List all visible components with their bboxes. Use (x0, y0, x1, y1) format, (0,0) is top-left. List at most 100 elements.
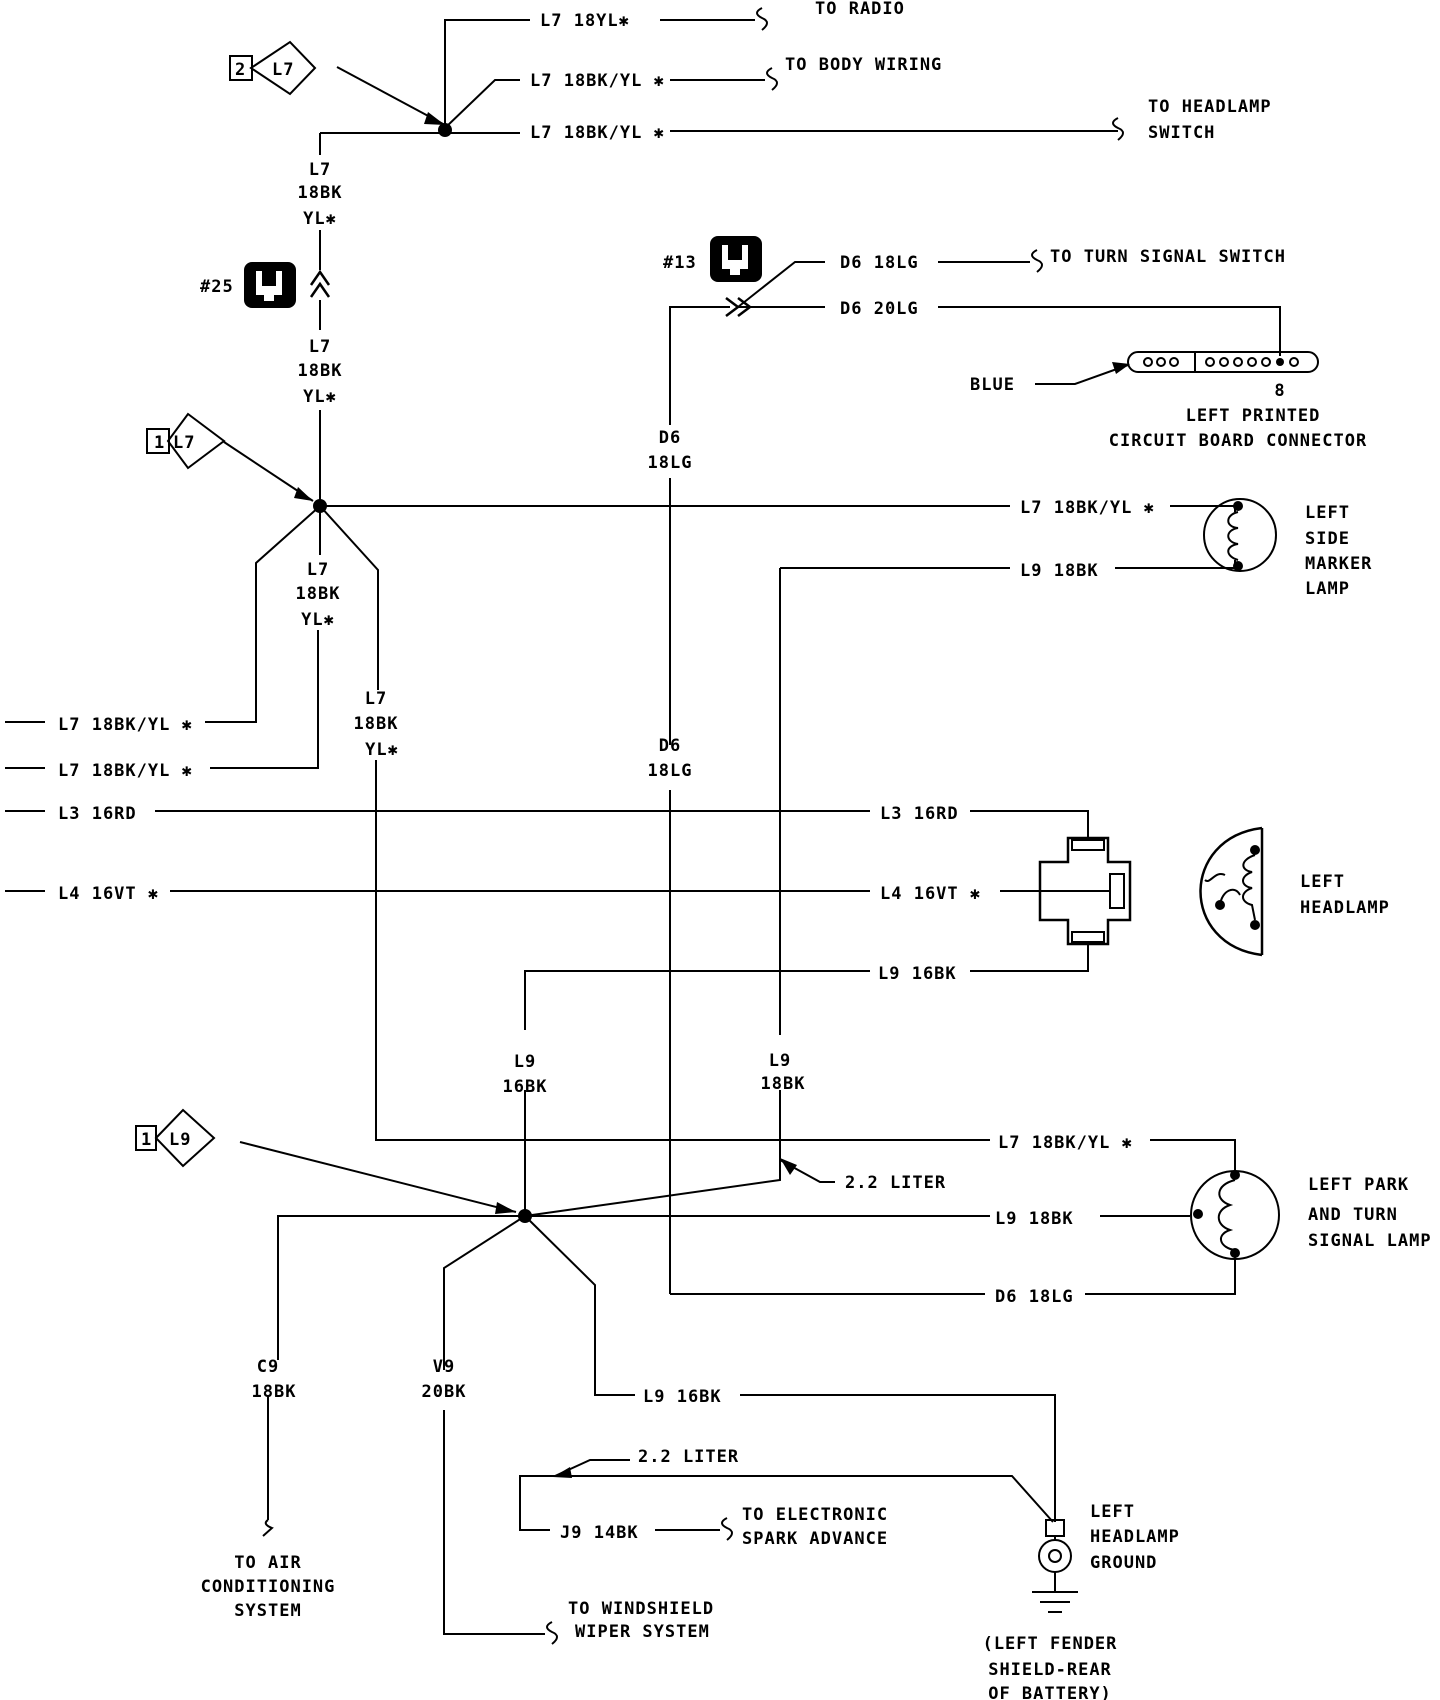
label-v1-b: 18BK (298, 183, 343, 203)
label-c9-a: C9 (257, 1357, 279, 1377)
label-l4-left: L4 16VT ✱ (58, 884, 159, 904)
wire-v9-a (443, 1215, 526, 1370)
label-switch: SWITCH (1148, 123, 1215, 143)
label-to-ac-3: SYSTEM (234, 1601, 301, 1621)
label-d6-v-b2: 18LG (648, 761, 693, 781)
wire-c9-a (277, 1215, 525, 1360)
wire-d6-18lg-a (737, 261, 825, 308)
label-c25: #25 (200, 277, 234, 297)
wire-v9-b (443, 1410, 545, 1635)
arrowhead-icon (495, 1202, 516, 1214)
wire-break-icon (546, 1621, 558, 1645)
label-to-turn-signal: TO TURN SIGNAL SWITCH (1050, 247, 1286, 267)
label-lh-2: HEADLAMP (1300, 898, 1390, 918)
label-lhg-1: LEFT (1090, 1502, 1135, 1522)
conn-mid-code: L7 (173, 433, 195, 453)
label-l9-v-a2: L9 (769, 1051, 791, 1071)
label-lsm-3: MARKER (1305, 554, 1372, 574)
arrowheads (294, 112, 1130, 1478)
labels: L7 18YL✱ TO RADIO L7 18BK/YL ✱ TO BODY W… (58, 0, 1432, 1700)
label-l7-body: L7 18BK/YL ✱ (530, 71, 665, 91)
label-to-elec-2: SPARK ADVANCE (742, 1529, 888, 1549)
label-d6-20lg: D6 20LG (840, 299, 919, 319)
arrowhead-icon (553, 1467, 572, 1478)
label-l7-headlamp-switch: L7 18BK/YL ✱ (530, 123, 665, 143)
label-left-printed: LEFT PRINTED (1186, 406, 1321, 426)
splice-dot-low (518, 1209, 532, 1223)
label-to-wiper-1: TO WINDSHIELD (568, 1599, 714, 1619)
ground-symbol (1032, 1519, 1078, 1613)
wire-d6-20lg-b (938, 306, 1281, 356)
wire-d6-v-c (669, 306, 730, 425)
wire-l9-hl-h (970, 944, 1089, 972)
label-lhg-2: HEADLAMP (1090, 1527, 1180, 1547)
leader-blue (1035, 364, 1129, 385)
connector-tag-low (135, 1108, 216, 1168)
wire-l7-body-a (444, 79, 520, 129)
conn-low-num: 1 (141, 1130, 152, 1150)
label-lhg-3: GROUND (1090, 1553, 1157, 1573)
splice-dot-top (438, 123, 452, 137)
conn-low-code: L9 (169, 1130, 191, 1150)
arrowhead-icon (294, 487, 313, 501)
label-l7-18yl: L7 18YL✱ (540, 11, 630, 31)
label-v3-a: L7 (307, 560, 329, 580)
label-to-elec-1: TO ELECTRONIC (742, 1505, 888, 1525)
label-c13: #13 (663, 253, 697, 273)
label-lpt-3: SIGNAL LAMP (1308, 1231, 1432, 1251)
label-d6-v-b1: 18LG (648, 453, 693, 473)
label-v2-c: YL✱ (303, 387, 337, 407)
label-c9-b: 18BK (252, 1382, 297, 1402)
connector-tag-mid (146, 412, 226, 470)
conn-top-num: 2 (235, 60, 246, 80)
inline-connector-chevron-25 (309, 269, 331, 298)
label-d6-18lg-top: D6 18LG (840, 253, 919, 273)
connector-tag-top (229, 40, 317, 96)
conn-top-code: L7 (272, 60, 294, 80)
label-circuit-board: CIRCUIT BOARD CONNECTOR (1109, 431, 1367, 451)
label-v3-c: YL✱ (301, 610, 335, 630)
label-l7-side: L7 18BK/YL ✱ (1020, 498, 1155, 518)
wire-break-icon (756, 7, 768, 31)
label-22-liter-b: 2.2 LITER (638, 1447, 739, 1467)
wire-j9-a (519, 1475, 1054, 1531)
arrowhead-icon (1112, 362, 1130, 374)
label-l9-v-a1: L9 (514, 1052, 536, 1072)
label-l9-side: L9 18BK (1020, 561, 1099, 581)
label-v1-c: YL✱ (303, 209, 337, 229)
label-22-liter-a: 2.2 LITER (845, 1173, 946, 1193)
side-marker-lamp-icon (1203, 498, 1277, 572)
label-v4-a: L7 (365, 689, 387, 709)
label-lpt-2: AND TURN (1308, 1205, 1398, 1225)
conn-mid-num: 1 (154, 433, 165, 453)
label-l3-right: L3 16RD (880, 804, 959, 824)
wire-branch-left-a (205, 505, 321, 723)
label-lh-1: LEFT (1300, 872, 1345, 892)
wire-break-icon (262, 1519, 274, 1537)
wire-breaks (262, 7, 1124, 1645)
label-l3-left: L3 16RD (58, 804, 137, 824)
wire-l7-park-b (1150, 1139, 1236, 1175)
label-v4-c: YL✱ (365, 740, 399, 760)
arrowhead-icon (424, 112, 445, 125)
label-lsm-4: LAMP (1305, 579, 1350, 599)
label-pin8: 8 (1274, 381, 1285, 401)
label-l9-v-b2: 18BK (761, 1074, 806, 1094)
label-fender-3: OF BATTERY) (988, 1684, 1112, 1700)
connector-icon-25 (244, 262, 296, 308)
wire-break-icon (1112, 117, 1124, 141)
wire-l9-ground-a (524, 1215, 635, 1396)
label-v9-b: 20BK (422, 1382, 467, 1402)
label-v9-a: V9 (433, 1357, 455, 1377)
wire-l3-b (970, 810, 1089, 840)
wires (5, 19, 1281, 1635)
label-to-wiper-2: WIPER SYSTEM (575, 1622, 710, 1642)
headlamp-bulb-icon (1199, 826, 1264, 957)
arrowhead-icon (780, 1158, 797, 1175)
label-l9-park: L9 18BK (995, 1209, 1074, 1229)
label-v2-a: L7 (309, 337, 331, 357)
label-to-radio: TO RADIO (815, 0, 905, 19)
wire-break-icon (721, 1517, 733, 1541)
park-turn-lamp-icon (1190, 1170, 1280, 1260)
label-fender-2: SHIELD-REAR (988, 1660, 1112, 1680)
